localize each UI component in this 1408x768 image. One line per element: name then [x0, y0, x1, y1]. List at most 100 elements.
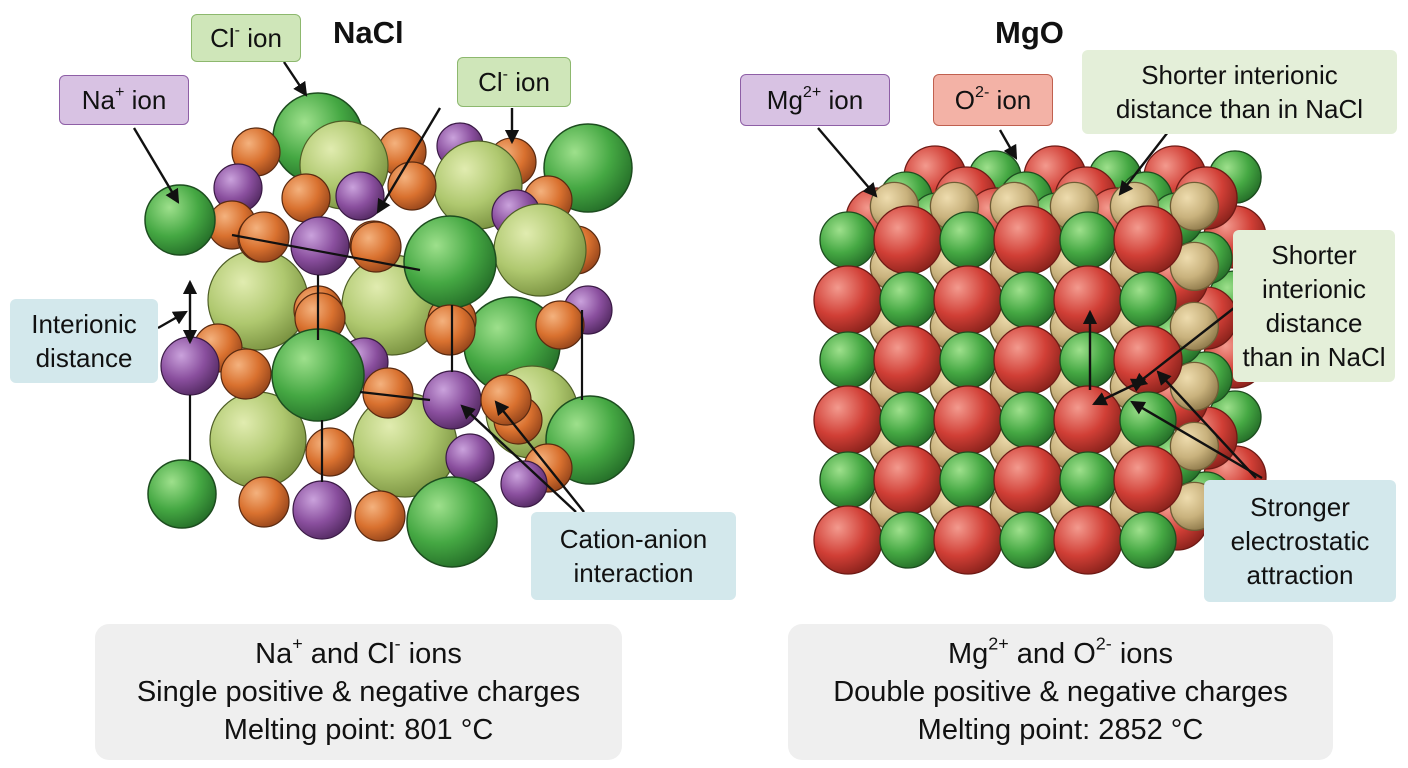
- o-ion: [993, 325, 1063, 395]
- cl-ion: [493, 203, 587, 297]
- mg-ion: [999, 511, 1057, 569]
- mgo-title: MgO: [995, 15, 1064, 50]
- o-ion: [1113, 325, 1183, 395]
- arrow-mg: [817, 127, 878, 198]
- arrow-o: [998, 129, 1018, 160]
- arrow-cation-anion-2: [494, 400, 585, 513]
- na-ion: [500, 460, 548, 508]
- shorter-right-line-1: Shorter: [1271, 240, 1357, 270]
- mgo-lattice: [813, 145, 1267, 575]
- shorter-distance-label-right: Shorter interionic distance than in NaCl: [1233, 230, 1395, 382]
- cl-ion: [403, 215, 497, 309]
- na-ion: [238, 476, 290, 528]
- arrow-cl-right: [376, 107, 442, 214]
- na-ion-charge: +: [114, 82, 125, 101]
- mgo-summary-line-3: Melting point: 2852 °C: [917, 714, 1204, 746]
- na-ion: [160, 336, 220, 396]
- o-ion: [873, 325, 943, 395]
- interstitial-ion: [1169, 301, 1220, 352]
- na-ion: [354, 490, 406, 542]
- mg-ion: [939, 331, 997, 389]
- na-ion: [335, 171, 385, 221]
- shorter-top-line-1: Shorter interionic: [1141, 60, 1338, 90]
- cl-ion-base: Cl: [210, 23, 235, 53]
- interionic-distance-label: Interionic distance: [10, 299, 158, 383]
- mg-ion: [819, 331, 877, 389]
- stronger-line-1: Stronger: [1250, 492, 1350, 522]
- stronger-attraction-label: Stronger electrostatic attraction: [1204, 480, 1396, 602]
- mg-ion: [999, 391, 1057, 449]
- mg-ion: [1059, 331, 1117, 389]
- annotation-arrows: [132, 61, 1263, 513]
- nacl-title: NaCl: [333, 15, 404, 50]
- stronger-line-2: electrostatic: [1230, 526, 1370, 556]
- cl-ion: [144, 184, 216, 256]
- arrow-stronger-2: [1130, 400, 1263, 480]
- mg-ion: [939, 211, 997, 269]
- mgo-summary-line-1: Mg2+ and O2- ions: [947, 633, 1174, 670]
- na-ion: [445, 433, 495, 483]
- mg-ion: [939, 451, 997, 509]
- shorter-top-line-2: distance than in NaCl: [1115, 94, 1364, 124]
- mg-ion: [1119, 271, 1177, 329]
- shorter-right-line-4: than in NaCl: [1242, 342, 1386, 372]
- interstitial-ion: [1169, 181, 1220, 232]
- arrow-shorter-top: [1118, 131, 1169, 196]
- cl-ion-label-top: Cl- ion: [191, 14, 301, 62]
- o-ion: [1053, 505, 1123, 575]
- mg-ion-charge: 2+: [802, 82, 822, 101]
- o-ion: [933, 505, 1003, 575]
- nacl-summary-line-1: Na+ and Cl- ions: [255, 633, 462, 670]
- na-ion-suffix: ion: [124, 85, 167, 115]
- arrow-stronger-1: [1156, 370, 1257, 479]
- o-ion: [1113, 445, 1183, 515]
- mg-ion: [819, 451, 877, 509]
- cl-ion-suffix: ion: [508, 67, 550, 97]
- na-ion: [305, 427, 355, 477]
- mg-ion-base: Mg: [766, 85, 803, 115]
- na-ion: [290, 216, 350, 276]
- o-ion: [993, 205, 1063, 275]
- mgo-summary-line-2: Double positive & negative charges: [833, 676, 1288, 708]
- o-ion-label: O2- ion: [933, 74, 1053, 126]
- mg-ion: [879, 391, 937, 449]
- o-ion: [933, 385, 1003, 455]
- cation-anion-line-1: Cation-anion: [559, 524, 708, 554]
- o-ion: [813, 385, 883, 455]
- mgo-summary: Mg2+ and O2- ions Double positive & nega…: [788, 624, 1333, 760]
- nacl-summary: Na+ and Cl- ions Single positive & negat…: [95, 624, 622, 760]
- interionic-line-1: Interionic: [31, 309, 137, 339]
- arrow-shorter-right: [1132, 307, 1235, 388]
- na-ion-label: Na+ ion: [59, 75, 189, 125]
- shorter-right-line-2: interionic: [1261, 274, 1367, 304]
- na-ion-base: Na: [81, 85, 115, 115]
- mg-ion: [1059, 451, 1117, 509]
- shorter-right-line-3: distance: [1265, 308, 1363, 338]
- o-ion-suffix: ion: [989, 85, 1032, 115]
- arrow-distance-diagonal: [1092, 378, 1146, 406]
- na-ion: [480, 374, 532, 426]
- mg-ion: [999, 271, 1057, 329]
- nacl-bond-lines: [188, 233, 584, 482]
- mg-ion-label: Mg2+ ion: [740, 74, 890, 126]
- o-ion: [933, 265, 1003, 335]
- mg-ion: [1119, 511, 1177, 569]
- na-ion: [535, 300, 585, 350]
- o-ion: [873, 205, 943, 275]
- mg-ion-suffix: ion: [821, 85, 864, 115]
- o-ion-base: O: [954, 85, 975, 115]
- o-ion: [1113, 205, 1183, 275]
- cl-ion-label-right: Cl- ion: [457, 57, 571, 107]
- cl-ion-charge: -: [234, 20, 240, 39]
- nacl-lattice: [144, 92, 635, 568]
- o-ion: [873, 445, 943, 515]
- cl-ion-base: Cl: [478, 67, 503, 97]
- o-ion: [1053, 265, 1123, 335]
- cl-ion: [147, 459, 217, 529]
- arrow-cl-top: [283, 61, 308, 97]
- mg-ion: [1059, 211, 1117, 269]
- arrow-na: [132, 127, 180, 204]
- cation-anion-label: Cation-anion interaction: [531, 512, 736, 600]
- na-ion: [424, 304, 476, 356]
